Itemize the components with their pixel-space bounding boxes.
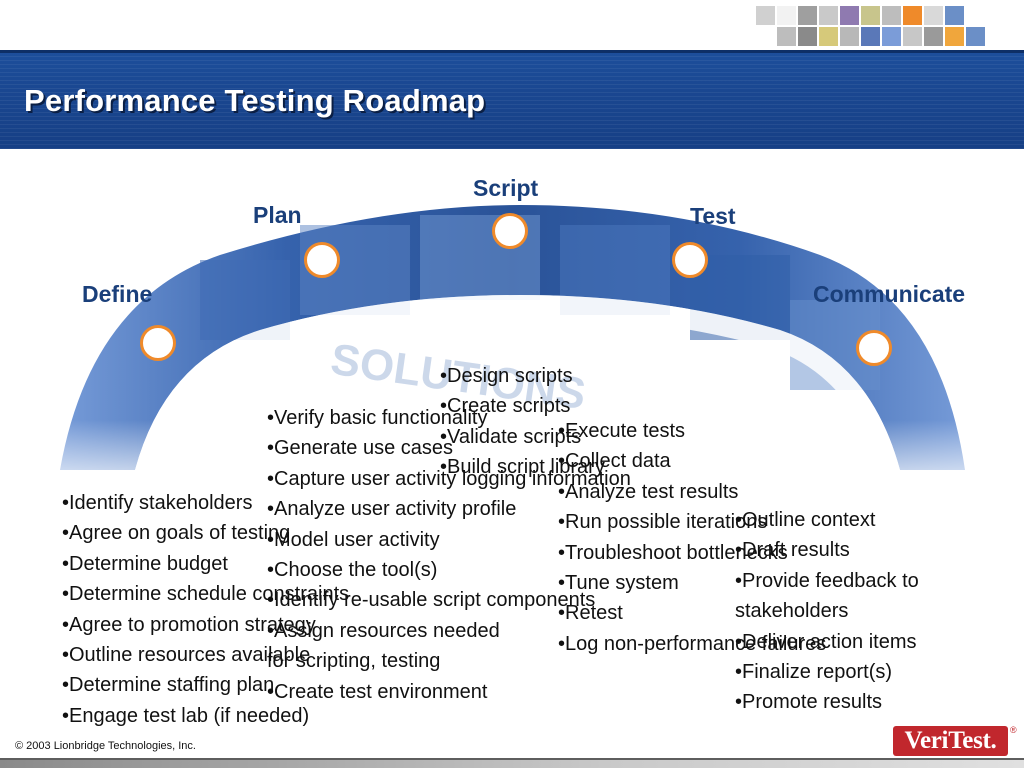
bullet-item: •Retest xyxy=(558,602,623,625)
mosaic-tile xyxy=(987,6,1006,25)
bullet-item: •Outline context xyxy=(735,509,876,531)
bullet-item: •Build script library xyxy=(440,456,605,479)
bullet-item: •Promote results xyxy=(735,691,883,714)
bullet-item: •Provide feedback to xyxy=(735,569,919,592)
stage-node-plan xyxy=(304,242,340,278)
stage-node-test xyxy=(672,242,708,278)
footer-rule xyxy=(0,760,1024,768)
copyright-text: © 2003 Lionbridge Technologies, Inc. xyxy=(15,740,196,752)
test-list: •Execute tests •Collect data •Analyze test… xyxy=(558,416,826,659)
stage-label-communicate: Communicate xyxy=(813,281,966,307)
mosaic-tile xyxy=(924,27,943,46)
bullet-item: •Determine schedule constraints xyxy=(62,583,350,606)
stage-label-script: Script xyxy=(473,175,539,201)
bullet-item: for scripting, testing xyxy=(267,650,441,673)
define-list: •Identify stakeholders •Agree on goals of… xyxy=(62,488,349,731)
bullet-item: •Execute tests xyxy=(558,420,686,442)
bullet-item: •Determine staffing plan xyxy=(62,674,275,697)
mosaic-tile xyxy=(924,6,943,25)
bullet-item: •Capture user activity logging informati… xyxy=(267,467,631,490)
mosaic-tile xyxy=(798,27,817,46)
bullet-item: •Create scripts xyxy=(440,395,571,418)
mosaic-tile xyxy=(777,27,796,46)
plan-list: •Verify basic functionality •Generate use… xyxy=(267,403,631,707)
title-band xyxy=(0,50,1024,149)
header-mosaic xyxy=(756,6,1006,46)
bullet-item: •Create test environment xyxy=(267,680,488,703)
mosaic-tile xyxy=(798,6,817,25)
bullet-item: •Outline resources available xyxy=(62,644,311,667)
stage-label-plan: Plan xyxy=(253,202,302,228)
script-list: •Design scripts •Create scripts •Validate … xyxy=(440,361,605,483)
bullet-item: •Log non-performance failures xyxy=(558,632,827,655)
bullet-item: •Analyze user activity profile xyxy=(267,498,517,521)
bullet-item: •Validate scripts xyxy=(440,425,582,448)
footer-rule-dark xyxy=(0,758,1024,760)
bullet-item: •Run possible iterations xyxy=(558,511,768,534)
bullet-item: •Finalize report(s) xyxy=(735,661,893,684)
logo-registered-mark: ® xyxy=(1010,725,1017,735)
mosaic-tile xyxy=(966,6,985,25)
bullet-item: •Model user activity xyxy=(267,528,440,551)
bullet-item: •Choose the tool(s) xyxy=(267,559,438,582)
bullet-item: •Collect data xyxy=(558,450,671,473)
bullet-item: •Tune system xyxy=(558,572,679,595)
mosaic-tile xyxy=(966,27,985,46)
stage-label-test: Test xyxy=(690,203,736,229)
bullet-item: •Design scripts xyxy=(440,365,573,387)
bullet-item: •Assign resources needed xyxy=(267,619,500,642)
bullet-item: •Engage test lab (if needed) xyxy=(62,704,310,727)
bullet-item: •Generate use cases xyxy=(267,437,453,460)
bullet-item: •Agree to promotion strategy xyxy=(62,613,316,636)
bullet-item: •Agree on goals of testing xyxy=(62,522,291,545)
mosaic-tile xyxy=(819,27,838,46)
bullet-item: •Deliver action items xyxy=(735,630,917,653)
mosaic-tile xyxy=(840,6,859,25)
mosaic-tile xyxy=(840,27,859,46)
mosaic-tile xyxy=(861,27,880,46)
bullet-item: •Verify basic functionality xyxy=(267,407,488,429)
mosaic-tile xyxy=(756,6,775,25)
stage-node-define xyxy=(140,325,176,361)
mosaic-tile xyxy=(861,6,880,25)
veritest-logo: VeriTest. xyxy=(893,726,1008,756)
mosaic-tile xyxy=(945,27,964,46)
bullet-item: •Analyze test results xyxy=(558,480,739,503)
mosaic-tile xyxy=(882,6,901,25)
mosaic-tile xyxy=(756,27,775,46)
mosaic-tile xyxy=(903,6,922,25)
stage-node-script xyxy=(492,213,528,249)
stage-label-define: Define xyxy=(82,281,153,307)
bullet-item: •Troubleshoot bottlenecks xyxy=(558,541,788,564)
bullet-item: stakeholders xyxy=(735,600,849,623)
title-band-border xyxy=(0,50,1024,53)
mosaic-tile xyxy=(777,6,796,25)
bullet-item: •Draft results xyxy=(735,539,850,562)
bullet-item: •Determine budget xyxy=(62,552,228,575)
bullet-item: •Identify re-usable script components xyxy=(267,589,596,612)
slide-title: Performance Testing Roadmap xyxy=(24,83,486,118)
mosaic-tile xyxy=(987,27,1006,46)
mosaic-tile xyxy=(819,6,838,25)
mosaic-tile xyxy=(903,27,922,46)
mosaic-tile xyxy=(945,6,964,25)
bullet-item: •Identify stakeholders xyxy=(62,492,253,514)
stage-node-communicate xyxy=(856,330,892,366)
mosaic-tile xyxy=(882,27,901,46)
communicate-list: •Outline context •Draft results •Provide f… xyxy=(735,505,919,718)
